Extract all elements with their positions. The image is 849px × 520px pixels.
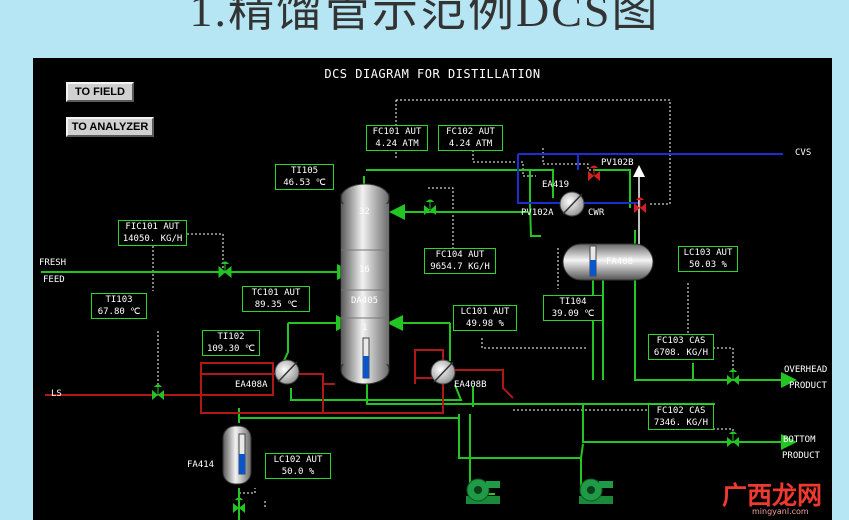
instrument-value: 39.09 ℃	[551, 309, 595, 319]
instrument-value: 7346. KG/H	[653, 418, 709, 428]
tray16-label: 16	[359, 265, 370, 275]
instrument-tag: TI105	[290, 166, 319, 176]
fa408-label: FA408	[606, 257, 634, 267]
signal-lines	[152, 99, 734, 508]
instrument-ti105[interactable]: TI105 46.53 ℃	[275, 164, 334, 190]
instrument-ti102[interactable]: TI102 109.30 ℃	[202, 330, 260, 356]
fa414-label: FA414	[187, 460, 215, 470]
bottom-product-label-2: PRODUCT	[782, 451, 820, 461]
process-diagram	[41, 99, 797, 520]
instrument-fc102[interactable]: FC102 CAS 7346. KG/H	[648, 404, 714, 430]
watermark-logo: 广西龙网	[722, 481, 823, 510]
ls-label: LS	[51, 389, 62, 399]
instrument-fc101[interactable]: FC101 AUT 4.24 ATM	[366, 125, 428, 151]
pump-icons[interactable]	[466, 478, 613, 504]
instrument-tag: FC103 CAS	[656, 336, 706, 346]
bottom-product-label-1: BOTTOM	[783, 435, 816, 445]
instrument-tag: TI102	[217, 332, 245, 342]
instrument-tag: TC101 AUT	[251, 288, 301, 298]
instrument-value: 14050. KG/H	[122, 234, 183, 244]
instrument-value: 50.0 %	[281, 467, 315, 477]
instrument-fc102-top[interactable]: FC102 AUT 4.24 ATM	[438, 125, 503, 151]
slide-title: 1.精馏管示范例DCS图	[189, 0, 660, 36]
instrument-tc101[interactable]: TC101 AUT 89.35 ℃	[242, 286, 310, 312]
exchanger-ea408a[interactable]	[274, 359, 300, 385]
instrument-tag: LC101 AUT	[460, 307, 510, 317]
instrument-tag: FIC101 AUT	[125, 222, 180, 232]
tray32-label: 32	[359, 207, 370, 217]
fresh-label: FRESH	[39, 258, 67, 268]
instrument-value: 6708. KG/H	[653, 348, 709, 358]
cwr-label: CWR	[588, 208, 605, 218]
to-analyzer-button[interactable]: TO ANALYZER	[66, 117, 154, 137]
instrument-tag: FC102 AUT	[446, 127, 495, 137]
ea408b-label: EA408B	[454, 380, 487, 390]
instrument-lc103[interactable]: LC103 AUT 50.03 %	[678, 246, 738, 272]
instrument-tag: TI103	[105, 295, 133, 305]
to-field-button[interactable]: TO FIELD	[66, 82, 134, 102]
instrument-tag: FC102 CAS	[656, 406, 706, 416]
instrument-fc103[interactable]: FC103 CAS 6708. KG/H	[648, 334, 714, 360]
instrument-tag: FC104 AUT	[435, 250, 485, 260]
instrument-value: 9654.7 KG/H	[430, 262, 490, 272]
instrument-tag: TI104	[559, 297, 587, 307]
valve-icons[interactable]	[152, 165, 739, 514]
instrument-value: 67.80 ℃	[97, 307, 141, 317]
instrument-lc102[interactable]: LC102 AUT 50.0 %	[265, 453, 331, 479]
tray1-label: 1	[362, 323, 368, 333]
pv102b-label: PV102B	[601, 158, 634, 168]
instrument-value: 4.24 ATM	[375, 139, 419, 149]
ea419-label: EA419	[542, 180, 570, 190]
instrument-tag: FC101 AUT	[372, 127, 422, 137]
overhead-product-label-1: OVERHEAD	[784, 365, 828, 375]
instrument-tag: LC102 AUT	[273, 455, 323, 465]
da405-label: DA405	[351, 296, 379, 306]
feed-label: FEED	[43, 275, 65, 285]
cvs-label: CVS	[795, 148, 812, 158]
pv102a-label: PV102A	[521, 208, 554, 218]
instrument-lc101[interactable]: LC101 AUT 49.98 %	[453, 305, 517, 331]
column-da405[interactable]	[340, 183, 390, 385]
instrument-ti104[interactable]: TI104 39.09 ℃	[543, 295, 603, 321]
vacuum-lines	[517, 153, 783, 204]
exchanger-ea408b[interactable]	[430, 359, 456, 385]
watermark-url: mingyanl.com	[752, 507, 809, 516]
instrument-value: 46.53 ℃	[283, 178, 326, 188]
overhead-product-label-2: PRODUCT	[789, 381, 827, 391]
dcs-panel: DCS DIAGRAM FOR DISTILLATION TO FIELD TO…	[33, 58, 832, 520]
diagram-title: DCS DIAGRAM FOR DISTILLATION	[324, 67, 541, 81]
drum-fa414[interactable]	[222, 425, 252, 485]
drum-fa408[interactable]	[562, 243, 654, 281]
instrument-fc104[interactable]: FC104 AUT 9654.7 KG/H	[424, 248, 496, 274]
instrument-ti103[interactable]: TI103 67.80 ℃	[91, 293, 147, 319]
instrument-value: 4.24 ATM	[448, 139, 493, 149]
instrument-value: 89.35 ℃	[254, 300, 298, 310]
instrument-value: 50.03 %	[689, 260, 727, 270]
instrument-tag: LC103 AUT	[683, 248, 733, 258]
ea408a-label: EA408A	[235, 380, 268, 390]
instrument-value: 49.98 %	[466, 319, 504, 329]
instrument-value: 109.30 ℃	[206, 344, 256, 354]
instrument-fic101[interactable]: FIC101 AUT 14050. KG/H	[118, 220, 187, 246]
exchanger-ea419[interactable]	[559, 191, 585, 217]
